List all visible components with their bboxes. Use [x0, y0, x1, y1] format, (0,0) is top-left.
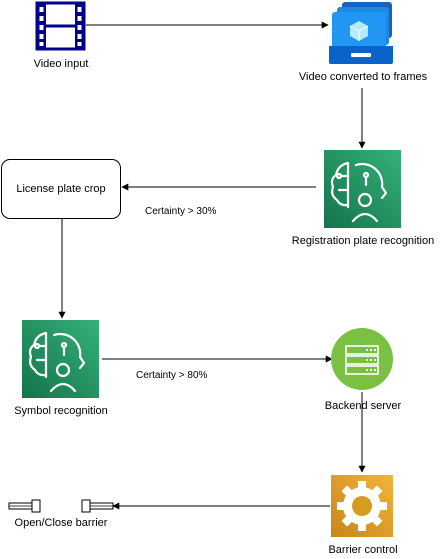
gear-icon: [331, 475, 393, 537]
plate-recognition-label: Registration plate recognition: [291, 235, 435, 247]
license-plate-crop-label: License plate crop: [16, 183, 106, 195]
server-icon: [331, 328, 393, 390]
open-close-barrier-label: Open/Close barrier: [14, 517, 108, 529]
symbol-recognition-label: Symbol recognition: [14, 405, 108, 417]
certainty-30-label: Certainty > 30%: [145, 206, 217, 217]
certainty-80-label: Certainty > 80%: [136, 370, 208, 381]
barrier-arm-icon-2: [81, 499, 114, 513]
ml-brain-icon-symbol: [22, 320, 99, 398]
video-film-icon: [35, 1, 86, 51]
video-input-label: Video input: [33, 58, 89, 70]
license-plate-crop-box[interactable]: License plate crop: [1, 159, 121, 219]
ml-brain-icon-plate: [324, 150, 401, 228]
barrier-arm-icon: [8, 499, 41, 513]
frames-label: Video converted to frames: [298, 71, 428, 83]
backend-server-label: Backend server: [324, 400, 402, 412]
barrier-control-label: Barrier control: [328, 544, 398, 556]
frames-stack-icon: [329, 2, 393, 64]
